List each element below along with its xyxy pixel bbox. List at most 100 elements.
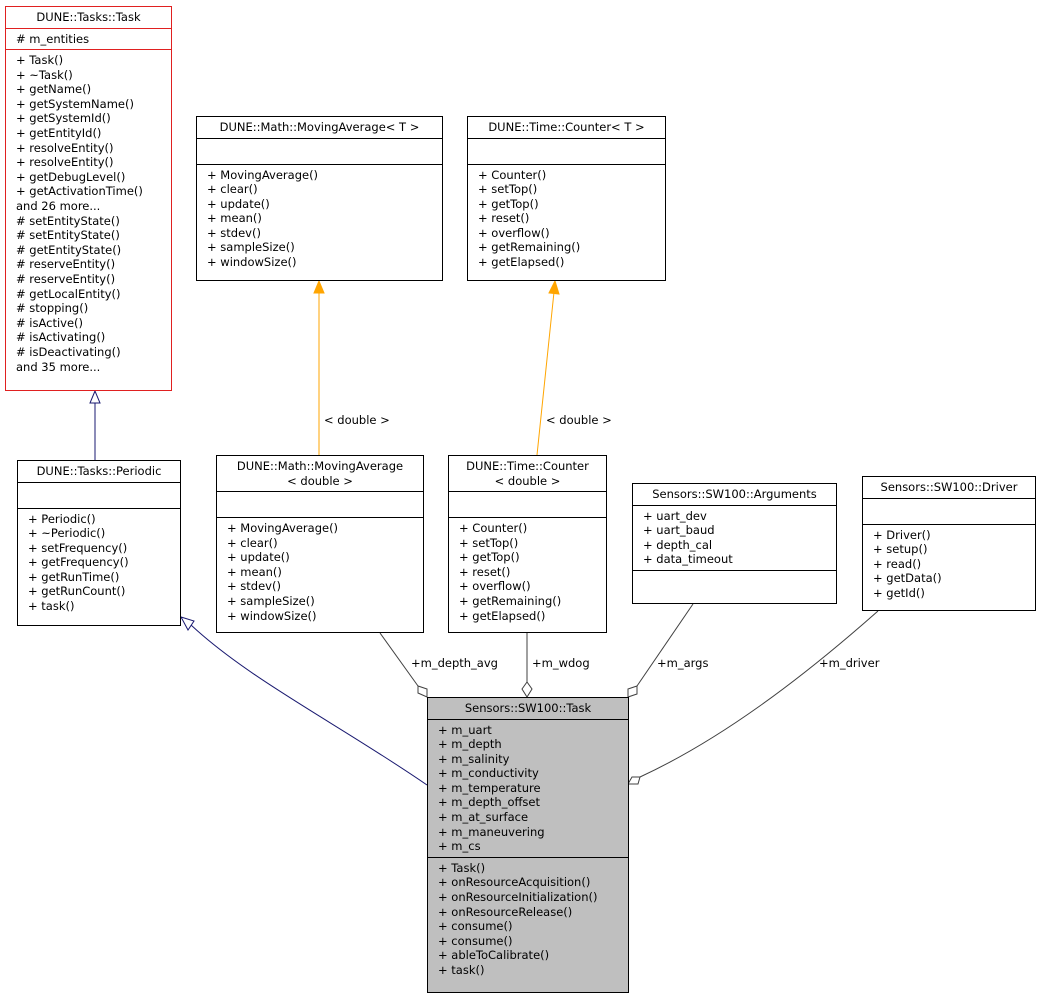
edge-args bbox=[636, 603, 694, 687]
template-arrow-head bbox=[313, 279, 325, 294]
member-line: # reserveEntity() bbox=[16, 272, 116, 286]
class-moving-average-template[interactable]: DUNE::Math::MovingAverage< T > + MovingA… bbox=[196, 116, 443, 281]
member-line: + ~Task() bbox=[16, 67, 73, 82]
class-moving-average-double[interactable]: DUNE::Math::MovingAverage < double > + M… bbox=[216, 455, 424, 633]
attributes-section bbox=[468, 137, 665, 164]
member-line: + resolveEntity() bbox=[16, 155, 114, 170]
member-line: + consume() bbox=[438, 933, 513, 948]
member-line: + read() bbox=[873, 556, 922, 571]
class-counter-double[interactable]: DUNE::Time::Counter < double > + Counter… bbox=[448, 455, 607, 633]
member-line: + m_maneuvering bbox=[438, 824, 545, 839]
member-line: + getSystemName() bbox=[16, 96, 134, 111]
member-line: + Task() bbox=[438, 860, 486, 875]
template-arrow-head bbox=[548, 279, 560, 295]
inheritance-arrow-head bbox=[179, 616, 195, 631]
edge-counter-template bbox=[536, 291, 555, 456]
member-line: + resolveEntity() bbox=[16, 140, 114, 155]
attributes-section bbox=[18, 481, 180, 508]
member-line: + MovingAverage() bbox=[207, 167, 319, 182]
class-counter-template[interactable]: DUNE::Time::Counter< T > + Counter()+ se… bbox=[467, 116, 666, 281]
member-line: # reserveEntity() bbox=[16, 257, 116, 272]
class-title: DUNE::Time::Counter< T > bbox=[488, 120, 645, 134]
member-line: + getElapsed() bbox=[478, 255, 565, 270]
operations-section: + MovingAverage()+ clear()+ update()+ me… bbox=[197, 163, 442, 273]
member-line: + getRunTime() bbox=[28, 569, 120, 584]
member-line: + getElapsed() bbox=[459, 608, 546, 623]
member-line: + stdev() bbox=[227, 579, 281, 594]
operations-section: + Counter()+ setTop()+ getTop()+ reset()… bbox=[468, 163, 665, 273]
member-line: + m_cs bbox=[438, 839, 481, 854]
edge-sw100task-inherits-periodic bbox=[190, 624, 428, 786]
member-line: + sampleSize() bbox=[207, 240, 295, 255]
member-line: + task() bbox=[28, 599, 75, 614]
class-sw100-task[interactable]: Sensors::SW100::Task + m_uart+ m_depth+ … bbox=[427, 697, 629, 993]
member-line: + Task() bbox=[16, 53, 64, 68]
member-line: + getSystemId() bbox=[16, 111, 111, 126]
member-line: # isDeactivating() bbox=[16, 344, 121, 359]
class-title: Sensors::SW100::Driver bbox=[880, 480, 1018, 494]
class-dune-tasks-task[interactable]: DUNE::Tasks::Task # m_entities + Task()+… bbox=[5, 6, 172, 391]
edge-driver bbox=[639, 610, 879, 778]
operations-section: + Task()+ onResourceAcquisition()+ onRes… bbox=[428, 856, 628, 981]
member-line: + Periodic() bbox=[28, 511, 96, 526]
member-line: + Driver() bbox=[873, 527, 931, 542]
member-line: + getName() bbox=[16, 82, 92, 97]
class-sw100-driver[interactable]: Sensors::SW100::Driver + Driver()+ setup… bbox=[862, 476, 1036, 611]
member-line: + uart_dev bbox=[643, 508, 707, 523]
member-line: + Counter() bbox=[478, 167, 547, 182]
member-line: + getTop() bbox=[478, 196, 539, 211]
member-line: + task() bbox=[438, 963, 485, 977]
member-line: + getRemaining() bbox=[478, 240, 581, 255]
attributes-section: + uart_dev+ uart_baud+ depth_cal+ data_t… bbox=[633, 504, 836, 570]
attributes-section bbox=[217, 491, 423, 517]
class-sw100-arguments[interactable]: Sensors::SW100::Arguments + uart_dev+ ua… bbox=[632, 483, 837, 604]
member-line: + onResourceAcquisition() bbox=[438, 875, 591, 890]
attributes-section: # m_entities bbox=[6, 27, 171, 50]
member-line: + setTop() bbox=[459, 535, 519, 550]
member-line: # isActive() bbox=[16, 315, 84, 330]
member-line: + depth_cal bbox=[643, 537, 713, 552]
class-title: Sensors::SW100::Task bbox=[464, 701, 592, 715]
member-line: + MovingAverage() bbox=[227, 521, 339, 535]
edge-label-driver: +m_driver bbox=[819, 656, 880, 670]
member-line: # setEntityState() bbox=[16, 213, 120, 228]
edge-label-depth-avg: +m_depth_avg bbox=[411, 656, 498, 670]
member-line: + m_temperature bbox=[438, 780, 541, 795]
aggregation-diamond bbox=[627, 685, 638, 698]
edge-label-template-counter: < double > bbox=[546, 413, 612, 427]
edge-label-template-movavg: < double > bbox=[324, 413, 390, 427]
operations-section: + MovingAverage()+ clear()+ update()+ me… bbox=[217, 517, 423, 626]
member-line: + getRemaining() bbox=[459, 593, 562, 608]
operations-section: + Task()+ ~Task()+ getName()+ getSystemN… bbox=[6, 49, 171, 377]
aggregation-diamond bbox=[627, 776, 641, 785]
operations-section: + Counter()+ setTop()+ getTop()+ reset()… bbox=[449, 517, 606, 626]
member-line: + getRunCount() bbox=[28, 584, 126, 599]
member-line: + data_timeout bbox=[643, 552, 733, 567]
member-line: + getFrequency() bbox=[28, 555, 129, 570]
member-line: and 26 more... bbox=[16, 199, 101, 214]
member-line: + getTop() bbox=[459, 550, 520, 565]
member-line: # getLocalEntity() bbox=[16, 286, 121, 301]
edge-label-args: +m_args bbox=[657, 656, 709, 670]
aggregation-diamond bbox=[417, 685, 428, 698]
member-line: + m_depth_offset bbox=[438, 795, 541, 810]
class-title: DUNE::Math::MovingAverage < double > bbox=[236, 459, 404, 488]
member-line: + clear() bbox=[207, 182, 258, 197]
attributes-section bbox=[197, 137, 442, 164]
member-line: + ableToCalibrate() bbox=[438, 948, 550, 963]
class-dune-tasks-periodic[interactable]: DUNE::Tasks::Periodic + Periodic()+ ~Per… bbox=[17, 460, 181, 626]
class-title: DUNE::Math::MovingAverage< T > bbox=[219, 120, 420, 134]
member-line: + mean() bbox=[227, 564, 282, 579]
member-line: + update() bbox=[207, 196, 270, 211]
operations-section: + Driver()+ setup()+ read()+ getData()+ … bbox=[863, 523, 1035, 604]
member-line: + setTop() bbox=[478, 182, 538, 197]
attributes-section: + m_uart+ m_depth+ m_salinity+ m_conduct… bbox=[428, 718, 628, 857]
member-line: + getData() bbox=[873, 571, 942, 586]
member-line: + getEntityId() bbox=[16, 126, 102, 141]
member-line: + stdev() bbox=[207, 225, 261, 240]
member-line: + consume() bbox=[438, 919, 513, 934]
aggregation-diamond bbox=[521, 681, 533, 698]
class-title: DUNE::Time::Counter < double > bbox=[466, 459, 589, 488]
member-line: + clear() bbox=[227, 535, 278, 550]
member-line: + windowSize() bbox=[227, 608, 317, 623]
